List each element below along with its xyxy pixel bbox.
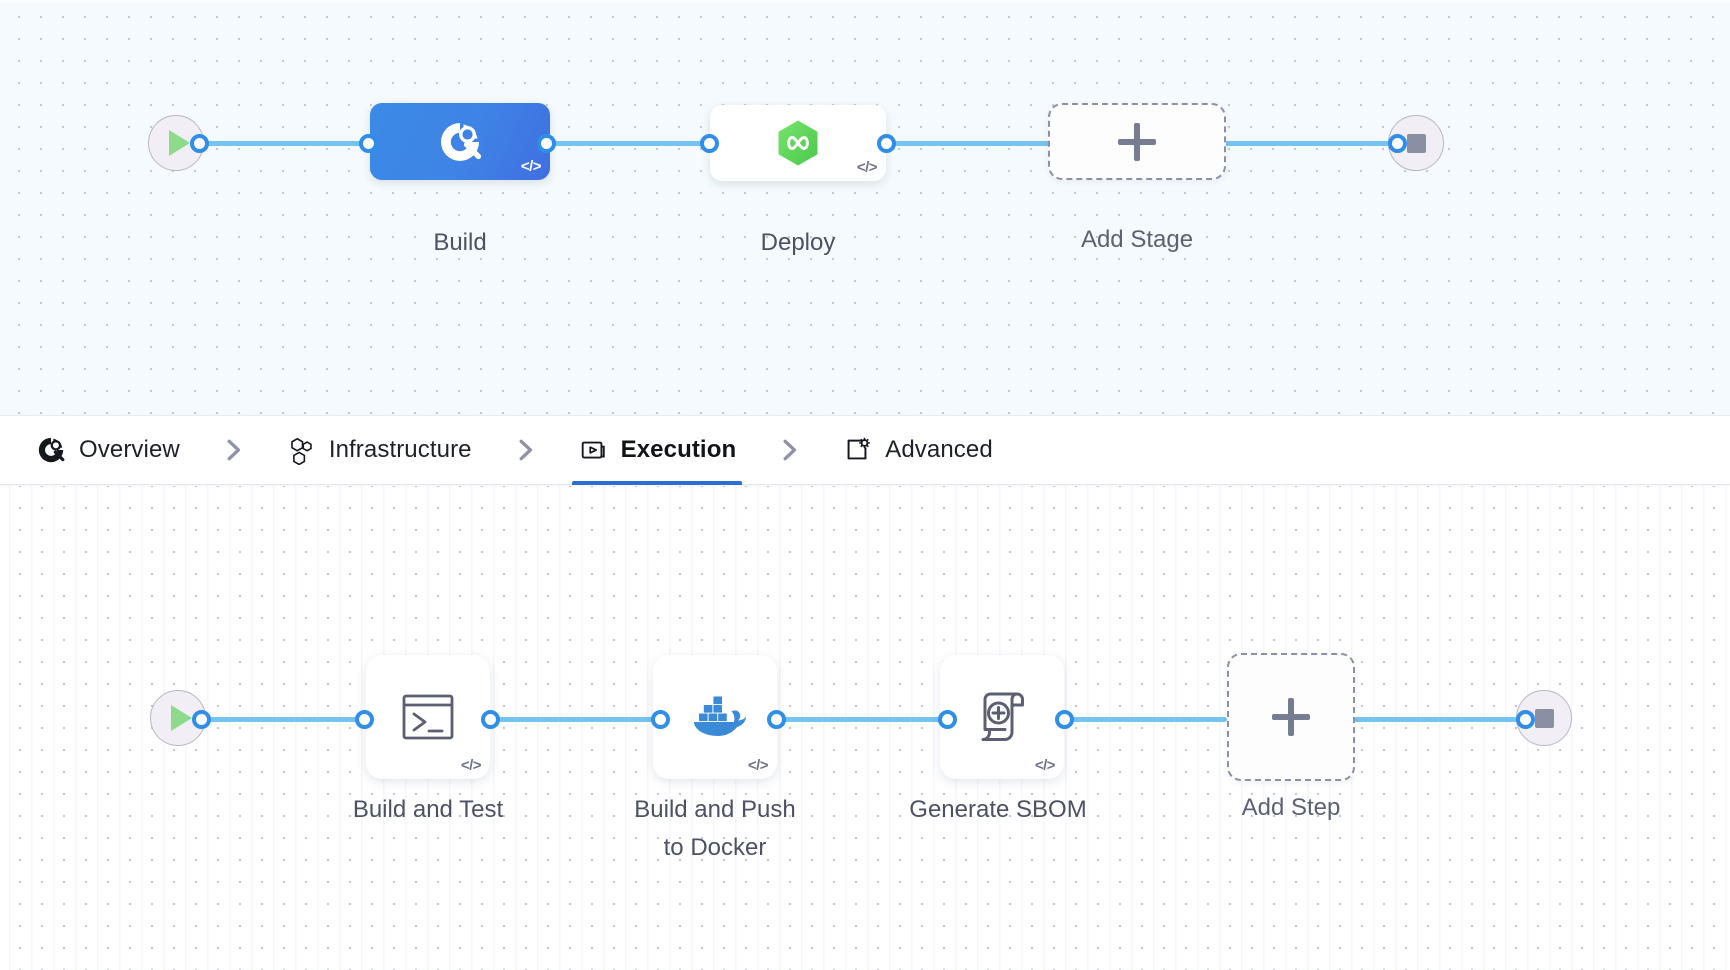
pie-target-icon <box>441 122 482 161</box>
stage-link-deploy-add <box>880 141 1058 146</box>
step-2-in-port[interactable] <box>651 710 670 729</box>
plus-icon <box>1272 698 1310 736</box>
step-3-out-port[interactable] <box>1055 710 1074 729</box>
hexagons-icon <box>291 437 312 465</box>
canvas-top-fade <box>0 0 1730 4</box>
step-link-2-3 <box>773 717 945 722</box>
play-icon <box>170 705 192 731</box>
tab-separator <box>220 437 246 463</box>
tab-label-advanced: Advanced <box>885 436 993 463</box>
play-box-icon <box>581 441 605 459</box>
stage-link-start-build <box>196 141 376 146</box>
step-link-start-1 <box>198 717 370 722</box>
step-node-generate-sbom[interactable]: </> <box>940 655 1064 779</box>
step-start-port[interactable] <box>192 710 211 729</box>
chevron-right-icon <box>519 439 532 461</box>
tab-separator <box>776 437 802 463</box>
step-link-3-add <box>1062 717 1227 722</box>
add-stage-button[interactable] <box>1048 103 1226 180</box>
stage-deploy-out-port[interactable] <box>877 134 896 153</box>
stage-label-build: Build <box>433 229 487 256</box>
hexagon-infinity-icon <box>778 120 818 166</box>
tab-separator <box>512 437 538 463</box>
stage-build-in-port[interactable] <box>359 134 378 153</box>
tab-overview[interactable]: Overview <box>30 415 186 485</box>
step-link-1-2 <box>487 717 657 722</box>
stage-link-build-deploy <box>540 141 716 146</box>
tab-advanced[interactable]: Advanced <box>836 415 999 485</box>
stage-end-port[interactable] <box>1388 134 1407 153</box>
plus-icon <box>1118 122 1156 161</box>
add-step-label: Add Step <box>1241 794 1341 821</box>
stage-node-deploy[interactable]: </> <box>710 105 886 181</box>
code-badge-icon: </> <box>460 757 482 774</box>
step-link-add-end <box>1354 717 1524 722</box>
stage-graph-canvas[interactable]: </> Build </> Deploy Add <box>0 0 1730 415</box>
step-1-out-port[interactable] <box>481 710 500 729</box>
stage-label-deploy: Deploy <box>760 229 836 256</box>
stop-icon <box>1534 708 1554 728</box>
docker-whale-icon <box>694 696 747 736</box>
pie-target-icon <box>38 437 65 463</box>
scroll-plus-icon <box>981 692 1024 741</box>
stage-link-add-end <box>1218 141 1396 146</box>
step-end-node[interactable] <box>1516 690 1572 746</box>
add-step-button[interactable] <box>1227 653 1355 781</box>
terminal-icon <box>402 694 454 740</box>
step-label-generate-sbom: Generate SBOM <box>909 796 1087 823</box>
chevron-right-icon <box>783 439 797 461</box>
code-badge-icon: </> <box>1034 757 1056 774</box>
step-3-in-port[interactable] <box>938 710 957 729</box>
stop-icon <box>1406 133 1426 153</box>
step-end-port[interactable] <box>1516 710 1535 729</box>
code-badge-icon: </> <box>520 158 542 175</box>
step-label-build-and-test: Build and Test <box>352 796 504 823</box>
code-badge-icon: </> <box>747 757 769 774</box>
play-icon <box>168 130 190 156</box>
step-graph-canvas[interactable]: </> Build and Test </> Build and Push to <box>0 486 1730 970</box>
add-stage-label: Add Stage <box>1080 226 1194 253</box>
stage-end-node[interactable] <box>1388 115 1444 171</box>
tab-execution[interactable]: Execution <box>571 415 743 485</box>
stage-config-tabbar: Overview Infrastructure <box>0 415 1730 485</box>
stage-build-out-port[interactable] <box>537 134 556 153</box>
tab-label-overview: Overview <box>79 436 180 463</box>
step-label-build-and-push-to-docker: Build and Push to Docker <box>634 796 796 861</box>
step-1-in-port[interactable] <box>355 710 374 729</box>
step-2-out-port[interactable] <box>767 710 786 729</box>
tab-label-infrastructure: Infrastructure <box>328 436 472 463</box>
tab-label-execution: Execution <box>620 436 737 463</box>
step-node-build-and-test[interactable]: </> <box>366 655 490 779</box>
code-badge-icon: </> <box>856 159 878 176</box>
step-node-build-and-push-to-docker[interactable]: </> <box>653 655 777 779</box>
stage-start-port[interactable] <box>190 134 209 153</box>
stage-deploy-in-port[interactable] <box>700 134 719 153</box>
chevron-right-icon <box>227 439 240 461</box>
tab-infrastructure[interactable]: Infrastructure <box>280 415 478 485</box>
stage-node-build[interactable]: </> <box>370 103 550 180</box>
square-gear-icon <box>847 437 871 460</box>
